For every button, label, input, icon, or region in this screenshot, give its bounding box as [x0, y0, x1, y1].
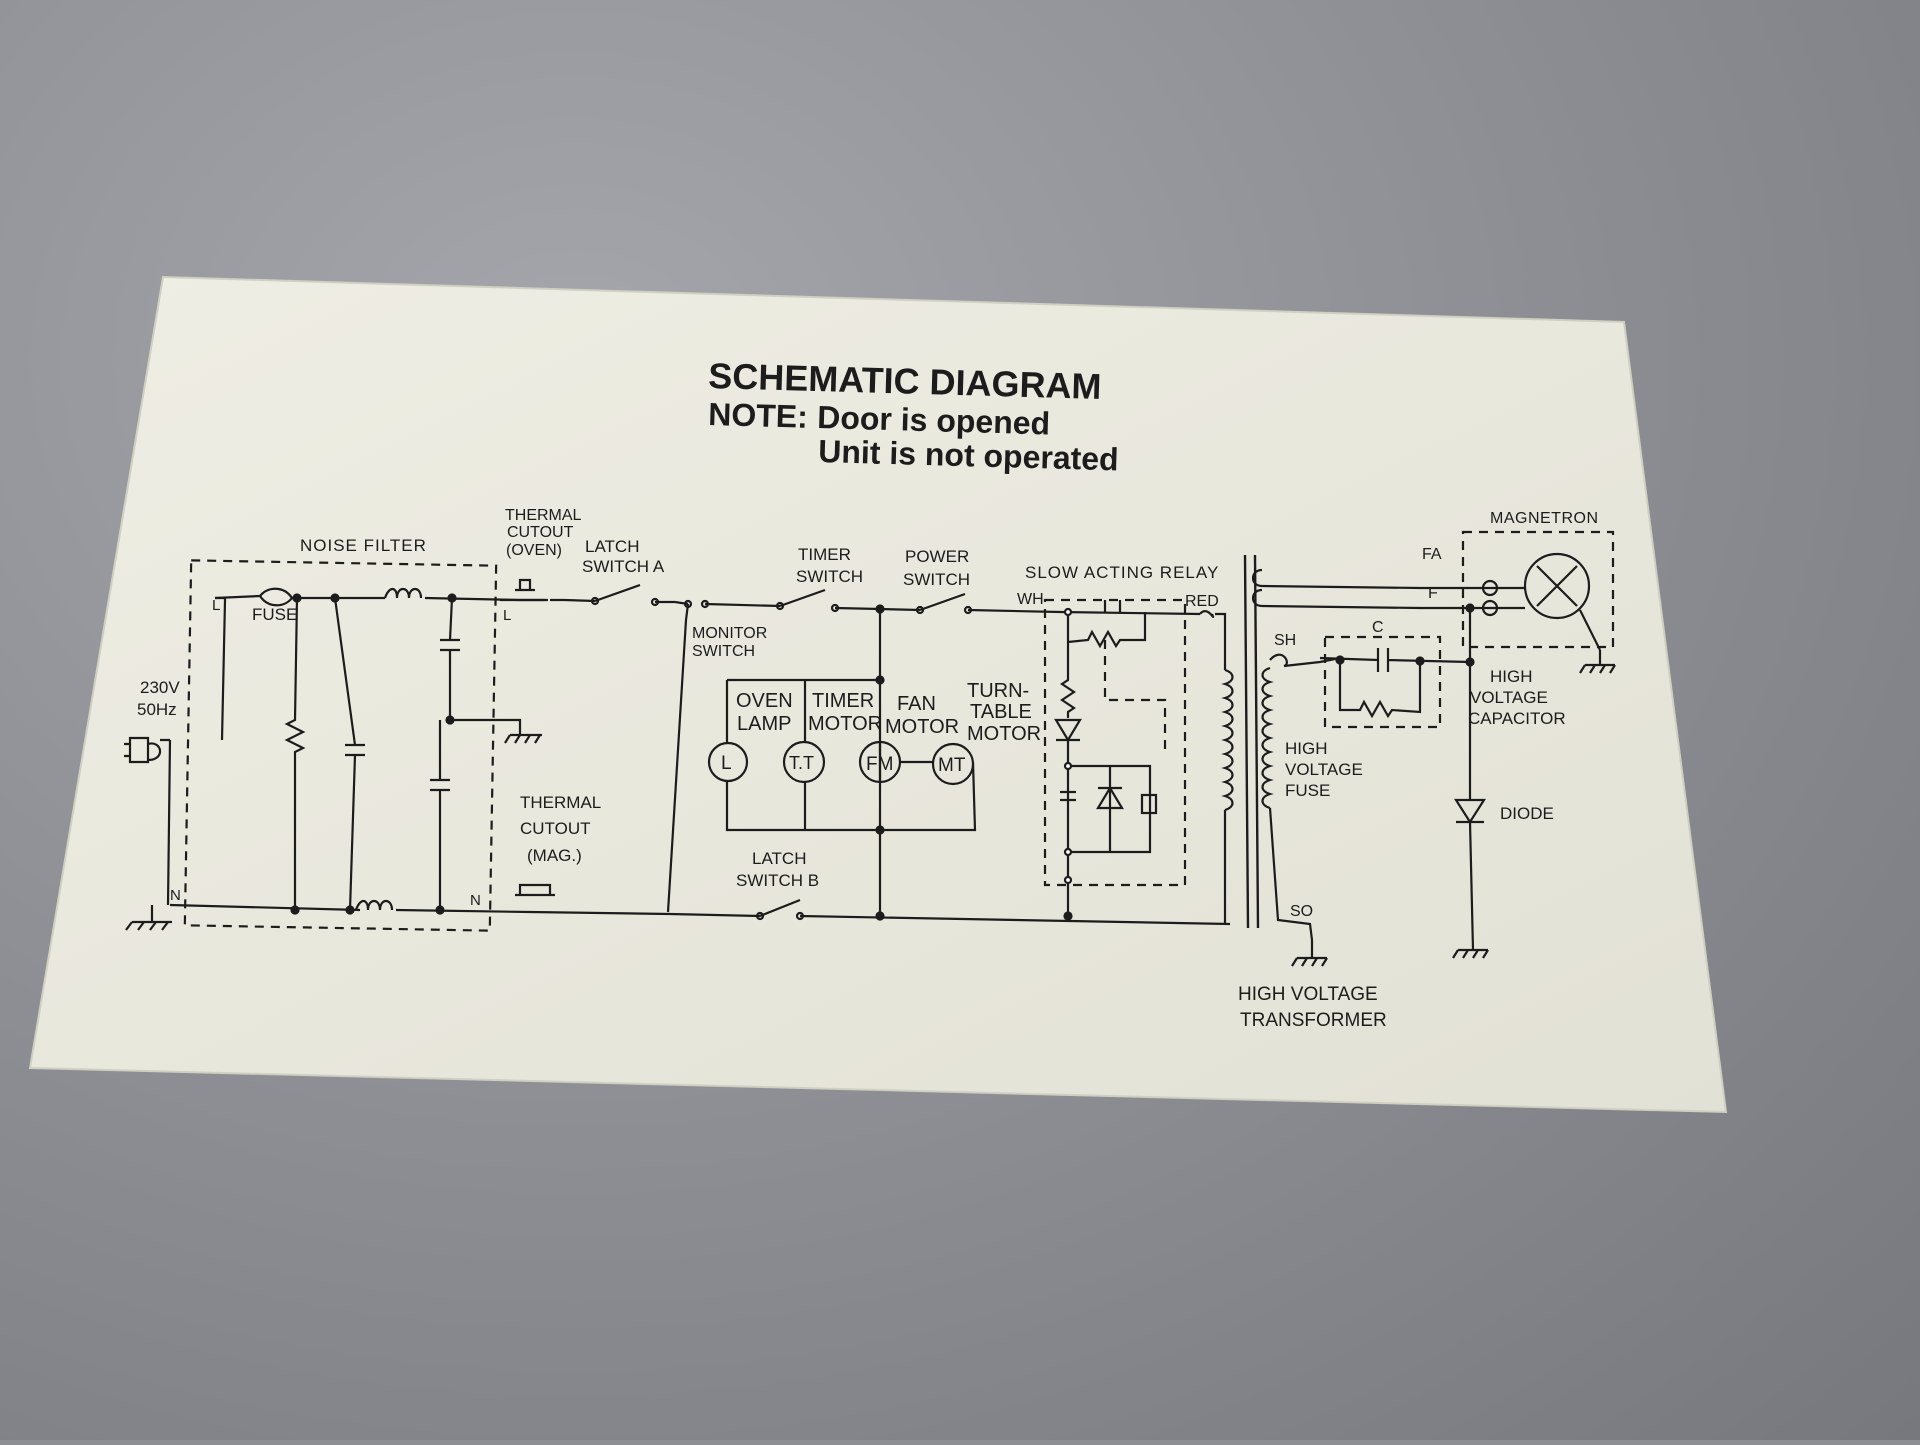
filter-capacitor-branch-1	[333, 597, 365, 911]
turntable-motor-label-1: TURN-	[967, 680, 1029, 702]
voltage-label: 230V	[140, 678, 180, 697]
noise-filter-box	[183, 559, 498, 932]
ground-icon-diode	[1452, 948, 1489, 959]
supply-n-label: N	[170, 887, 181, 904]
paper-shape	[28, 275, 1728, 1114]
timer-motor-label-1: TIMER	[812, 690, 874, 712]
magnetron-box	[1461, 530, 1615, 649]
timer-switch-label-1: TIMER	[798, 545, 851, 564]
slow-acting-relay-internals	[1054, 600, 1201, 916]
f-label: F	[1428, 585, 1438, 602]
hv-capacitor-box	[1323, 635, 1442, 729]
timer-switch-symbol	[700, 588, 881, 613]
oven-lamp-label-2: LAMP	[737, 713, 791, 735]
hv-capacitor-label-2: VOLTAGE	[1470, 688, 1548, 707]
thermal-cutout-mag-label-3: (MAG.)	[527, 846, 582, 865]
ground-icon-left	[125, 905, 172, 931]
monitor-switch-label-2: SWITCH	[692, 643, 755, 660]
so-label: SO	[1290, 903, 1313, 920]
latch-switch-b-symbol	[755, 898, 805, 921]
thermal-cutout-mag-symbol	[515, 883, 555, 897]
timer-motor-symbol: T.T	[782, 740, 826, 784]
latch-switch-a-label-2: SWITCH A	[582, 557, 665, 576]
supply-left-rails	[160, 596, 227, 906]
thermal-cutout-mag-label-1: THERMAL	[520, 793, 601, 812]
thermal-cutout-oven-label-3: (OVEN)	[506, 542, 562, 559]
wh-label: WH	[1017, 591, 1044, 608]
red-label: RED	[1185, 593, 1219, 610]
magnetron-symbol	[1420, 552, 1601, 651]
hv-capacitor-label-1: HIGH	[1490, 667, 1533, 686]
note-label: NOTE:	[708, 396, 809, 435]
hv-transformer-label-1: HIGH VOLTAGE	[1238, 984, 1378, 1005]
line-neutral-wire	[169, 903, 1231, 926]
filter-capacitor-branch-2	[430, 597, 522, 910]
monitor-switch-label-1: MONITOR	[692, 625, 767, 642]
oven-lamp-symbol: L	[707, 741, 749, 783]
thermal-cutout-oven-label-2: CUTOUT	[507, 524, 574, 541]
svg-text:MT: MT	[938, 755, 966, 776]
hv-capacitor-label-3: CAPACITOR	[1468, 709, 1566, 728]
slow-acting-relay-label: SLOW ACTING RELAY	[1025, 563, 1219, 582]
turntable-motor-label-2: TABLE	[970, 701, 1032, 723]
oven-lamp-label-1: OVEN	[736, 690, 793, 712]
ground-icon-magnetron	[1579, 650, 1616, 674]
latch-switch-b-label-1: LATCH	[752, 849, 806, 868]
frequency-label: 50Hz	[137, 700, 177, 719]
filter-n-label: N	[470, 892, 481, 909]
power-switch-label-1: POWER	[905, 547, 969, 566]
latch-switch-a-symbol	[564, 583, 675, 607]
inductor-bottom	[354, 899, 394, 911]
turntable-motor-label-3: MOTOR	[967, 723, 1041, 745]
latch-switch-b-label-2: SWITCH B	[736, 871, 819, 890]
thermal-cutout-oven-label-1: THERMAL	[505, 507, 582, 524]
noise-filter-label: NOISE FILTER	[300, 536, 427, 555]
thermal-cutout-oven-symbol	[500, 578, 545, 602]
transformer-core	[1243, 554, 1260, 929]
note-line-1: Door is opened	[817, 399, 1051, 441]
magnetron-label: MAGNETRON	[1490, 510, 1599, 527]
fan-motor-symbol: FM	[858, 740, 902, 784]
fuse-label: FUSE	[252, 605, 297, 624]
sh-label: SH	[1274, 632, 1296, 649]
plug-icon	[124, 736, 162, 764]
hv-capacitor-symbol	[1319, 648, 1471, 719]
timer-motor-label-2: MOTOR	[808, 713, 882, 735]
transformer-secondary-winding	[1251, 568, 1421, 941]
diode-label: DIODE	[1500, 804, 1554, 823]
ground-icon-transformer	[1291, 940, 1328, 967]
slow-acting-relay-box	[1043, 598, 1187, 887]
filter-resistor-branch	[284, 597, 306, 910]
fan-motor-label-1: FAN	[897, 693, 936, 715]
hv-fuse-label-1: HIGH	[1285, 739, 1328, 758]
supply-l-label: L	[212, 597, 220, 614]
latch-switch-a-label-1: LATCH	[585, 537, 639, 556]
svg-text:L: L	[721, 753, 732, 774]
hv-diode-symbol	[1453, 608, 1487, 951]
fa-label: FA	[1422, 546, 1442, 563]
timer-switch-label-2: SWITCH	[796, 567, 863, 586]
inductor-top	[383, 587, 423, 599]
note-line-2: Unit is not operated	[818, 433, 1119, 477]
c-label: C	[1372, 619, 1384, 636]
hv-fuse-label-3: FUSE	[1285, 781, 1330, 800]
fuse-symbol	[259, 587, 294, 607]
hv-fuse-label-2: VOLTAGE	[1285, 760, 1363, 779]
load-wires	[725, 680, 977, 832]
fan-motor-label-2: MOTOR	[885, 716, 959, 738]
filter-l-label: L	[503, 607, 511, 624]
transformer-primary-winding	[1199, 610, 1234, 924]
svg-text:T.T: T.T	[789, 753, 814, 773]
svg-text:FM: FM	[866, 754, 893, 775]
power-switch-label-2: SWITCH	[903, 570, 970, 589]
turntable-motor-symbol: MT	[931, 742, 975, 786]
ground-icon-filter	[504, 733, 542, 744]
monitor-switch-symbol	[666, 599, 693, 913]
thermal-cutout-mag-label-2: CUTOUT	[520, 819, 591, 838]
hv-transformer-label-2: TRANSFORMER	[1240, 1010, 1387, 1031]
